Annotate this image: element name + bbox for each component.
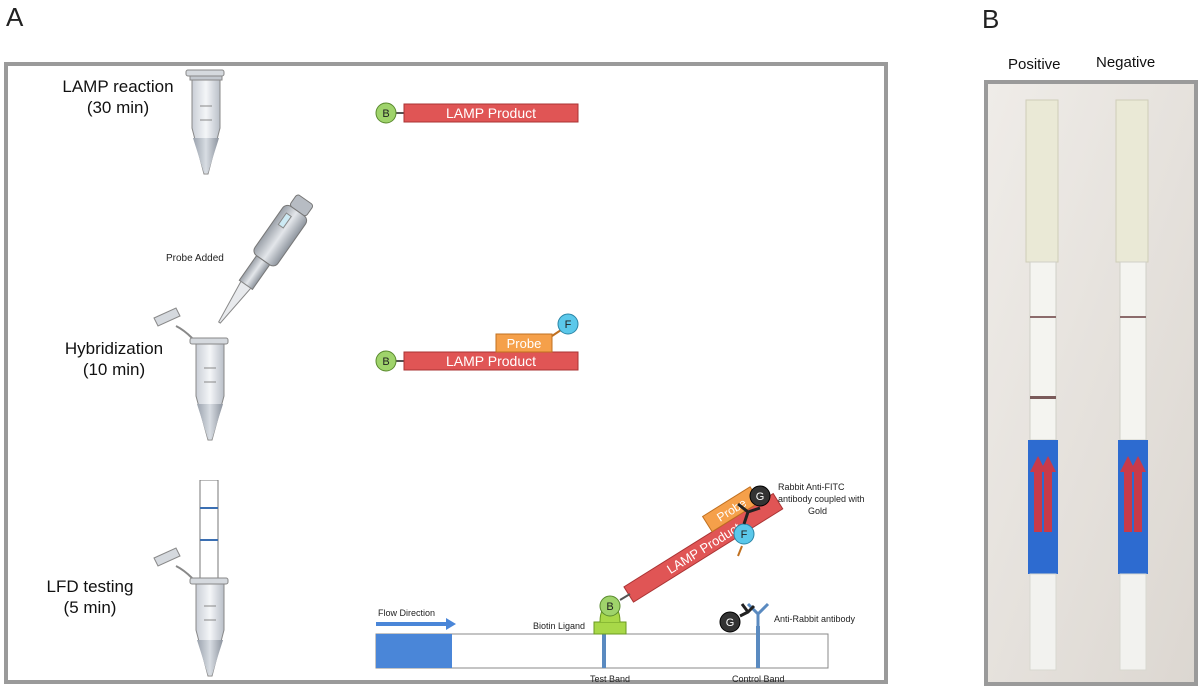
step-title: LFD testing — [46, 577, 134, 596]
gold-particle — [749, 485, 771, 507]
strips-photo — [988, 84, 1194, 682]
control-band-label: Control Band — [732, 674, 785, 684]
step-lfd-testing: LFD testing (5 min) — [30, 576, 150, 618]
test-band-label: Test Band — [590, 674, 630, 684]
gold-particle — [719, 611, 741, 633]
tube-open-icon — [153, 307, 229, 441]
anti-rabbit-label: Anti-Rabbit antibody — [774, 614, 856, 624]
lamp-product-row: B LAMP Product — [375, 102, 579, 124]
step-hybridization: Hybridization (10 min) — [34, 338, 194, 380]
biotin-ligand-label: Biotin Ligand — [533, 621, 585, 631]
rabbit-label-3: Gold — [808, 506, 827, 516]
negative-strip — [1115, 99, 1149, 671]
positive-label: Positive — [1008, 56, 1061, 73]
lamp-product-text: LAMP Product — [664, 520, 743, 577]
biotin-marker: B — [382, 108, 389, 120]
panel-b-letter: B — [982, 4, 1000, 34]
gold-marker: G — [756, 491, 765, 503]
fitc-marker: F — [565, 319, 572, 331]
pipette-icon — [218, 194, 314, 324]
hybridization-row: B Probe F LAMP Product — [375, 313, 579, 372]
step-title: Hybridization — [64, 339, 164, 358]
tube-icon — [185, 69, 225, 175]
biotin-marker: B — [606, 601, 613, 613]
flow-arrow-icon — [376, 618, 456, 630]
step-time: (30 min) — [86, 98, 150, 117]
tube-strip-icon — [153, 480, 229, 677]
step-time: (10 min) — [82, 360, 146, 379]
lfd-diagram: Flow Direction B Biotin Ligand LAMP Prod… — [375, 482, 865, 684]
panel-b-photo — [984, 80, 1198, 686]
rabbit-label-2: antibody coupled with — [778, 494, 865, 504]
step-lamp-reaction: LAMP reaction (30 min) — [38, 76, 198, 118]
lamp-product-text: LAMP Product — [446, 353, 536, 369]
sample-pad — [376, 634, 452, 668]
probe-added-label: Probe Added — [166, 253, 224, 264]
fitc-marker: F — [741, 529, 748, 541]
negative-label: Negative — [1096, 54, 1156, 71]
panel-a-letter: A — [6, 2, 24, 32]
flow-direction-label: Flow Direction — [378, 608, 435, 618]
probe-text: Probe — [507, 336, 542, 351]
step-title: LAMP reaction — [62, 77, 174, 96]
lamp-product-text: LAMP Product — [446, 105, 536, 121]
step-time: (5 min) — [63, 598, 117, 617]
rabbit-label-1: Rabbit Anti-FITC — [778, 482, 845, 492]
gold-marker: G — [726, 617, 735, 629]
biotin-marker: B — [382, 356, 389, 368]
panel-a-frame: LAMP reaction (30 min) Hybridization (10… — [4, 62, 888, 684]
positive-strip — [1025, 99, 1059, 671]
